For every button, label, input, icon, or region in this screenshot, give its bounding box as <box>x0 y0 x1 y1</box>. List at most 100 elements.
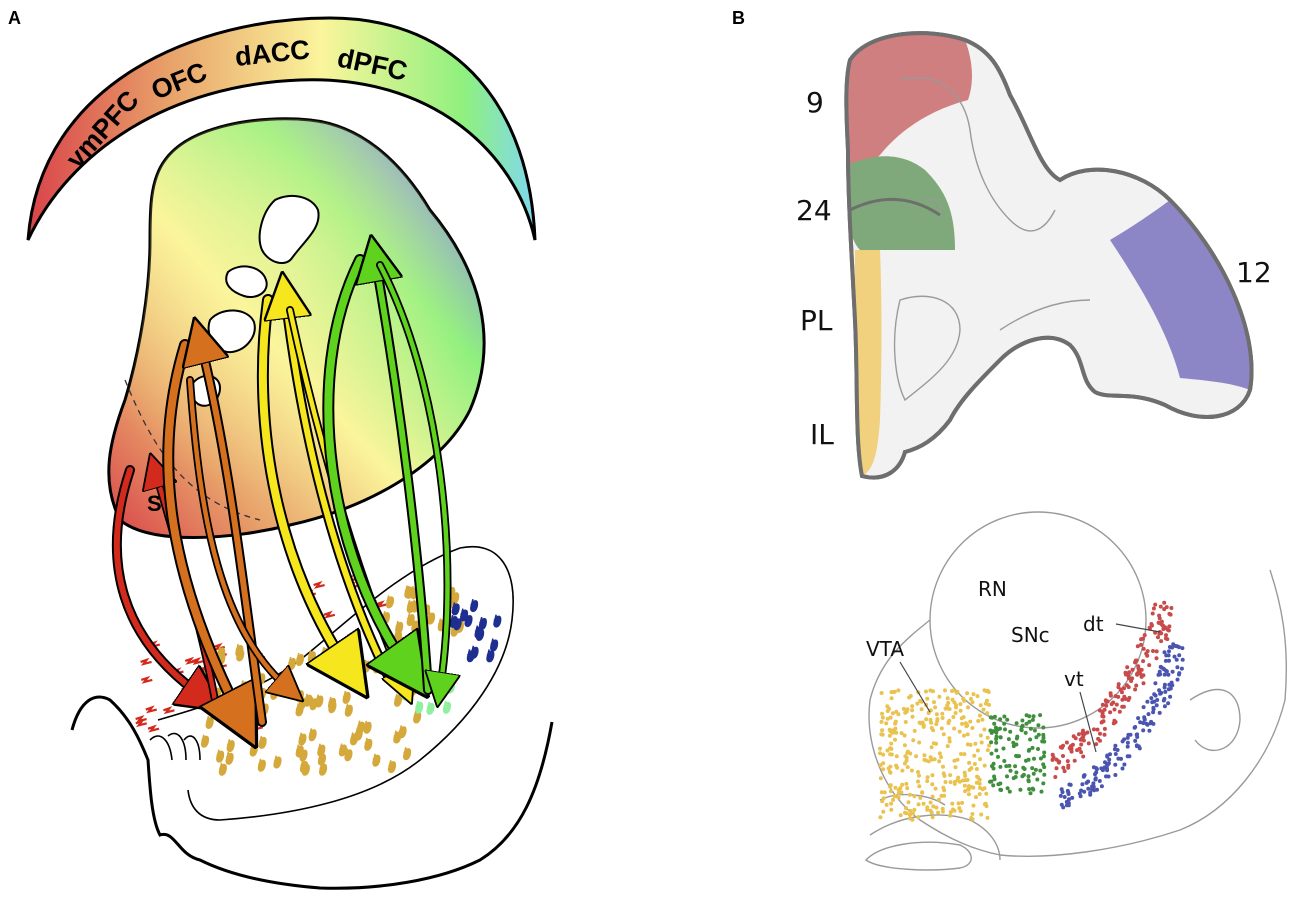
midbrain-dot <box>1133 687 1138 692</box>
midbrain-dot <box>1177 653 1182 658</box>
neuron-glyph <box>295 689 304 703</box>
midbrain-dot <box>958 708 963 713</box>
midbrain-dot <box>1134 683 1139 688</box>
midbrain-dot <box>1079 750 1084 755</box>
midbrain-dot <box>1015 754 1020 759</box>
midbrain-dot <box>885 716 890 721</box>
midbrain-dot <box>937 694 942 699</box>
neuron-glyph <box>287 656 296 671</box>
midbrain-dot <box>1095 787 1099 792</box>
midbrain-dot <box>1126 685 1131 690</box>
neuron-glyph <box>225 751 234 765</box>
midbrain-dot <box>904 781 909 786</box>
midbrain-dot <box>1011 776 1016 781</box>
label-area-pl: PL <box>800 304 833 337</box>
midbrain-dot <box>915 701 920 706</box>
midbrain-dot <box>1011 740 1016 745</box>
midbrain-dot <box>972 753 977 758</box>
neuron-glyph <box>317 752 327 766</box>
midbrain-dot <box>1041 735 1046 740</box>
neuron-glyph <box>490 638 499 652</box>
midbrain-dot <box>1026 778 1031 783</box>
peduncle-curve <box>869 814 1001 861</box>
neuron-glyph <box>451 591 460 605</box>
midbrain-dot <box>1108 691 1113 696</box>
midbrain-dot <box>1153 681 1158 686</box>
midbrain-dot <box>1146 712 1151 717</box>
midbrain-dot <box>1069 749 1074 754</box>
midbrain-dot <box>1126 732 1131 737</box>
midbrain-dot <box>1164 633 1168 638</box>
midbrain-dot <box>879 719 884 724</box>
midbrain-dot <box>1077 791 1082 796</box>
midbrain-dot <box>1041 725 1046 730</box>
midbrain-dot <box>1170 669 1175 674</box>
midbrain-dot <box>1077 746 1082 751</box>
midbrain-dot <box>1079 788 1084 793</box>
midbrain-dot <box>1123 670 1128 675</box>
neuron-glyph <box>344 703 353 717</box>
midbrain-dot <box>881 752 886 757</box>
midbrain-dot <box>988 779 993 784</box>
midbrain-dot <box>917 740 922 745</box>
midbrain-dot <box>908 694 913 698</box>
midbrain-dot <box>1038 768 1043 773</box>
midbrain-dot <box>1127 670 1132 675</box>
midbrain-dot <box>983 701 988 706</box>
midbrain-dot <box>1027 719 1032 724</box>
shell-boundary <box>124 379 261 521</box>
midbrain-section <box>864 569 1288 871</box>
midbrain-dot <box>916 815 921 820</box>
midbrain-dot <box>1102 726 1107 731</box>
midbrain-dot <box>1151 649 1155 653</box>
midbrain-dot <box>1099 784 1104 789</box>
midbrain-dot <box>1135 644 1140 649</box>
midbrain-dot <box>1070 795 1075 800</box>
neuron-glyph <box>301 762 310 776</box>
neuron-glyph <box>270 686 279 700</box>
midbrain-dot <box>994 730 999 735</box>
midbrain-dot <box>1167 658 1171 663</box>
midbrain-dot <box>942 793 947 798</box>
neuron-glyph <box>442 700 452 714</box>
neuron-glyph <box>298 732 307 746</box>
midbrain-dot <box>1155 698 1160 702</box>
midbrain-dot <box>1070 742 1075 747</box>
midbrain-dot <box>1113 762 1118 767</box>
midbrain-dot <box>903 720 908 724</box>
midbrain-dot <box>929 726 934 730</box>
neuron-glyph <box>409 678 418 693</box>
midbrain-dot <box>916 779 920 784</box>
neuron-glyph <box>299 748 308 762</box>
midbrain-dot <box>880 799 885 804</box>
midbrain-dot <box>985 815 990 820</box>
midbrain-dot <box>1107 757 1112 762</box>
midbrain-dot <box>978 757 983 762</box>
midbrain-dot <box>1028 737 1033 742</box>
midbrain-dot <box>1125 665 1130 670</box>
midbrain-dot <box>1154 649 1159 654</box>
neuron-glyph <box>426 701 435 715</box>
midbrain-dot <box>1091 727 1096 732</box>
arrow-red-1-core <box>113 467 205 698</box>
midbrain-dot <box>898 813 903 818</box>
cortex-area-pl-il <box>855 250 882 476</box>
midbrain-dot <box>971 692 976 697</box>
midbrain-dot <box>973 741 978 746</box>
midbrain-dot <box>910 714 915 719</box>
midbrain-dot <box>1005 717 1010 722</box>
neuron-glyph <box>240 680 249 694</box>
midbrain-dot <box>989 730 994 735</box>
neuron-glyph <box>307 650 316 664</box>
midbrain-dot <box>998 717 1003 722</box>
midbrain-dot <box>935 717 940 722</box>
midbrain-dot <box>1133 738 1138 743</box>
midbrain-dot <box>1168 612 1173 617</box>
midbrain-dot <box>1042 750 1047 755</box>
midbrain-dot <box>1014 736 1019 741</box>
midbrain-dot <box>945 696 950 701</box>
midbrain-dot <box>952 726 957 731</box>
midbrain-dot <box>933 786 938 791</box>
midbrain-dot <box>1174 657 1179 662</box>
midbrain-dot <box>1014 770 1019 775</box>
